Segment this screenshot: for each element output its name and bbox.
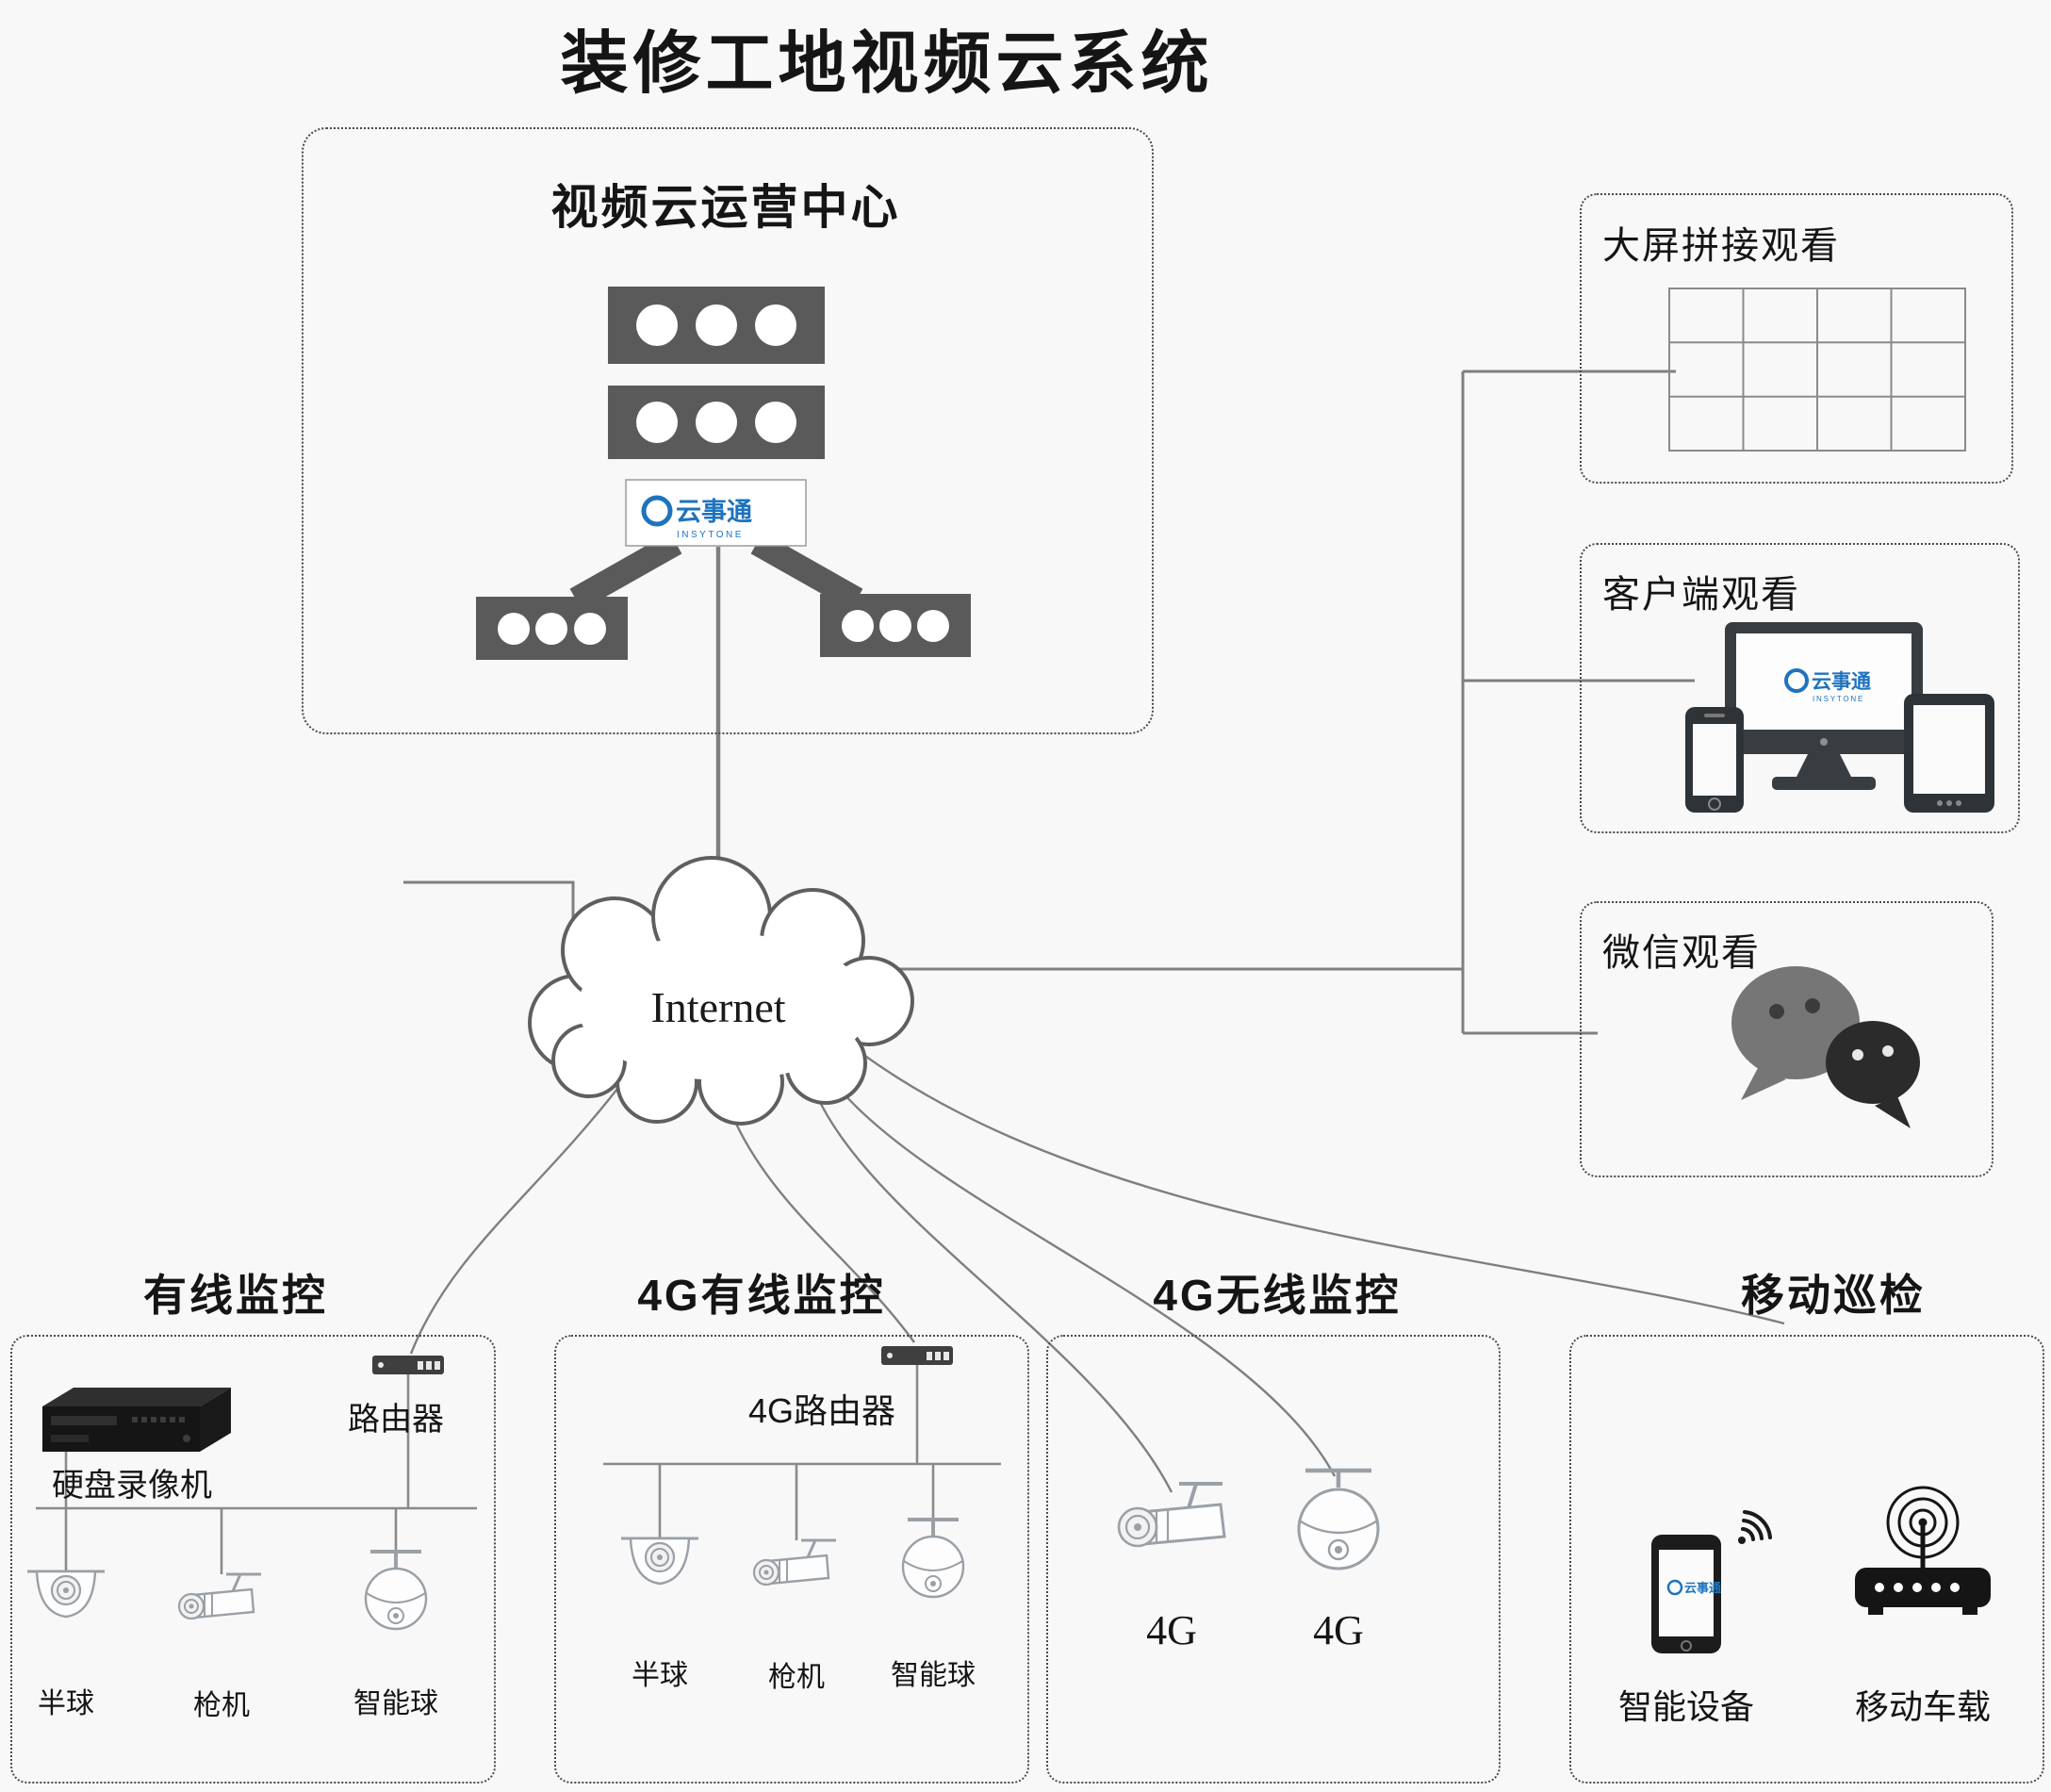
g4-wired-box [554, 1335, 1029, 1784]
insytone-logo: 云事通 INSYTONE [1784, 668, 1871, 703]
mobile-box [1569, 1335, 2044, 1784]
line-to-wired [409, 1088, 618, 1355]
tablet-icon [1904, 694, 1994, 813]
ptz-camera-icon [901, 1518, 965, 1599]
camera-label: 半球 [632, 1660, 688, 1691]
dvr-label: 硬盘录像机 [52, 1468, 212, 1504]
dome-camera-icon [27, 1570, 105, 1619]
g4-camera-label: 4G [1313, 1607, 1364, 1653]
internet-label: Internet [650, 983, 785, 1031]
insytone-logo: 云事通 INSYTONE [641, 495, 752, 540]
insytone-logo: 云事通 [1666, 1579, 1721, 1596]
mobile-vehicle-label: 移动车载 [1854, 1687, 1992, 1726]
camera-label: 智能球 [353, 1688, 438, 1719]
page-title: 装修工地视频云系统 [560, 26, 1214, 102]
line-to-4g-wired [733, 1121, 915, 1343]
vehicle-router-icon [1855, 1486, 1991, 1615]
bullet-camera-icon [177, 1572, 261, 1620]
mobile-section-label: 移动巡检 [1741, 1271, 1926, 1320]
camera-label: 智能球 [891, 1660, 976, 1691]
svg-text:云事通: 云事通 [1812, 670, 1871, 693]
line-to-mobile [861, 1053, 1785, 1325]
camera-label: 半球 [38, 1688, 94, 1719]
bullet-camera-icon [752, 1538, 836, 1586]
line-stub-left [403, 880, 575, 929]
camera-label: 枪机 [768, 1662, 825, 1693]
smartphone-icon: 云事通 [1651, 1510, 1772, 1653]
monitor-icon: 云事通 INSYTONE [1725, 622, 1923, 790]
wifi-icon [1741, 1510, 1772, 1541]
client-devices: 云事通 INSYTONE [1685, 622, 1994, 813]
svg-text:云事通: 云事通 [1684, 1581, 1721, 1595]
video-wall-grid-icon [1668, 288, 1966, 452]
mobile-device-label: 智能设备 [1617, 1687, 1755, 1726]
g4-wireless-section-label: 4G无线监控 [1153, 1271, 1402, 1320]
client-label: 客户端观看 [1602, 574, 1800, 616]
wechat-icon [1731, 966, 1920, 1128]
svg-text:云事通: 云事通 [676, 498, 752, 526]
svg-text:INSYTONE: INSYTONE [677, 530, 744, 540]
router-icon [372, 1356, 444, 1374]
router-label: 路由器 [348, 1402, 444, 1438]
wired-box [10, 1335, 496, 1784]
wechat-label: 微信观看 [1602, 932, 1761, 974]
svg-text:INSYTONE: INSYTONE [1813, 695, 1864, 703]
server-rack-icon: 云事通 INSYTONE [476, 287, 971, 660]
operation-center-box [302, 127, 1154, 734]
wired-section-label: 有线监控 [143, 1271, 328, 1320]
line-to-4g-wireless-1 [816, 1097, 1173, 1493]
g4-router-label: 4G路由器 [747, 1391, 896, 1430]
line-to-4g-wireless-2 [843, 1093, 1337, 1477]
internet-cloud-icon: Internet [528, 856, 914, 1126]
big-screen-box [1580, 193, 2013, 484]
g4-wired-section-label: 4G有线监控 [637, 1271, 886, 1320]
dvr-icon [42, 1388, 231, 1452]
camera-label: 枪机 [193, 1690, 250, 1721]
g4-wireless-box [1046, 1335, 1501, 1784]
client-box [1580, 543, 2020, 833]
g4-camera-label: 4G [1146, 1607, 1197, 1653]
ptz-camera-icon [364, 1550, 428, 1631]
operation-center-label: 视频云运营中心 [550, 181, 901, 234]
dome-camera-icon [621, 1537, 698, 1586]
phone-icon [1685, 707, 1744, 813]
ptz-camera-icon [1297, 1468, 1380, 1570]
bullet-camera-icon [1117, 1482, 1226, 1548]
wechat-box [1580, 901, 1994, 1177]
big-screen-label: 大屏拼接观看 [1602, 225, 1840, 267]
g4-router-icon [881, 1346, 953, 1365]
